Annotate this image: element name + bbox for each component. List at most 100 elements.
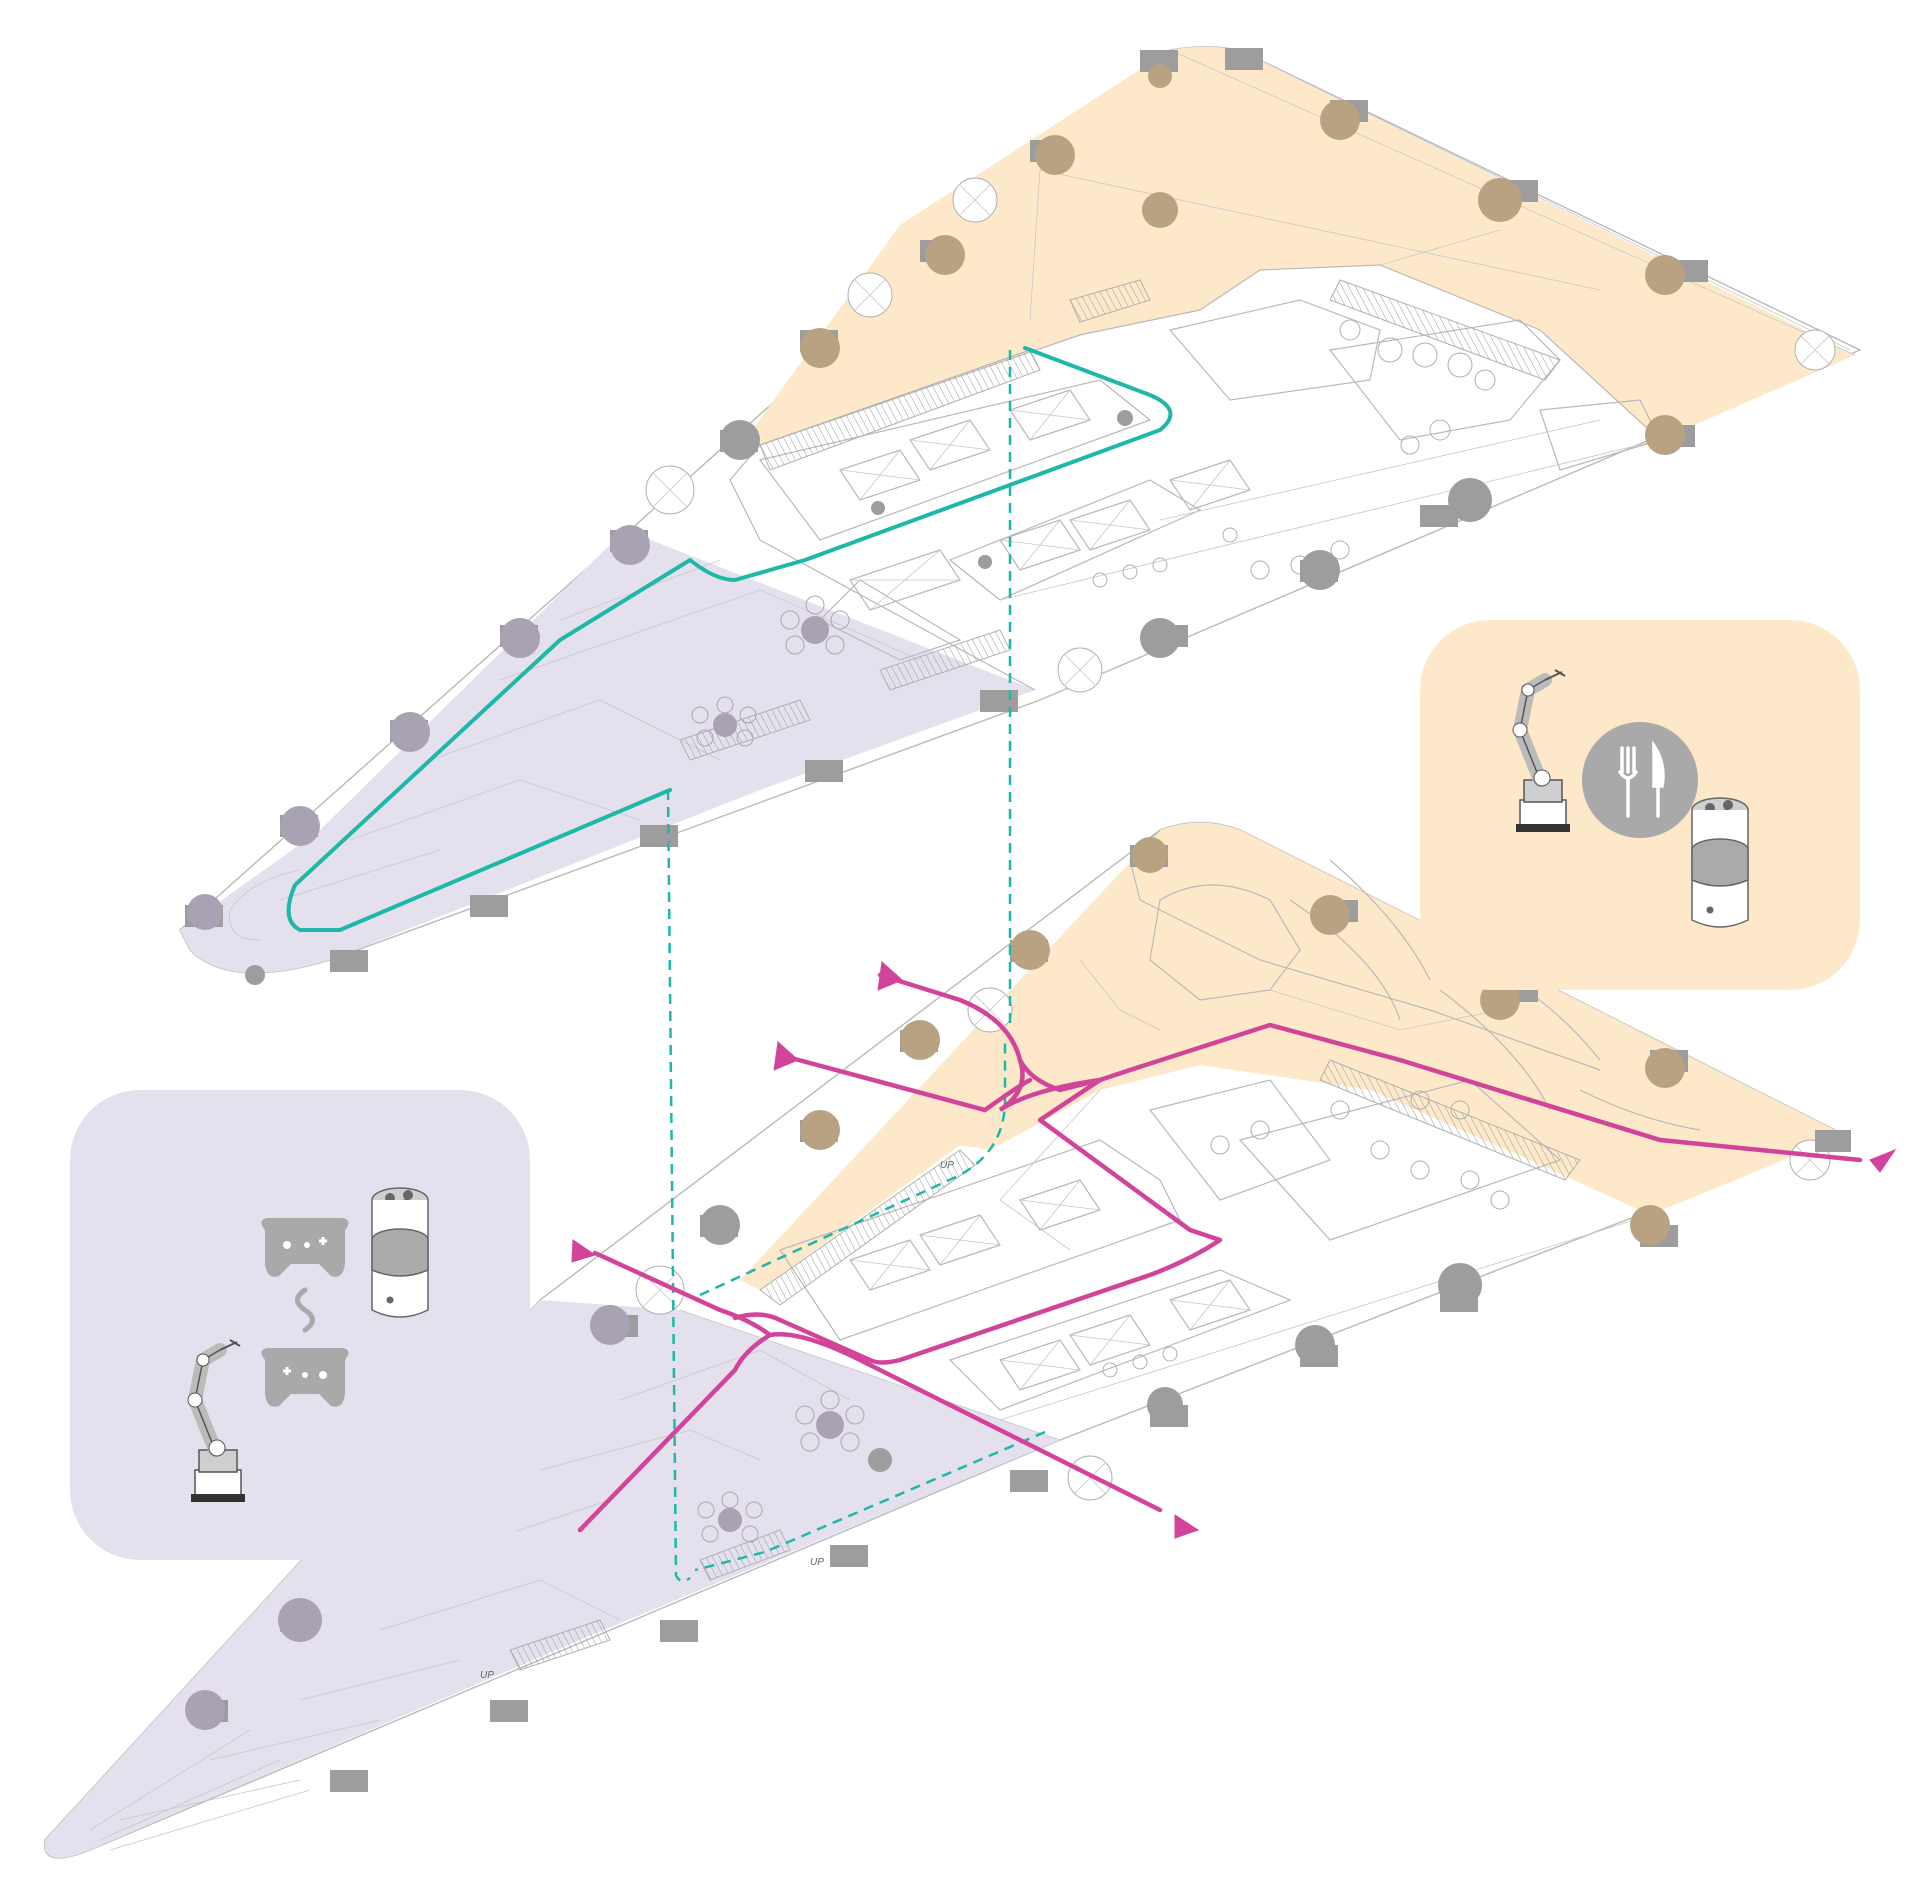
lower-stairs-4 [509,1619,611,1671]
column [330,950,368,972]
entrance-marker [967,987,1013,1033]
column [245,965,265,985]
stair-label: UP [940,1160,954,1171]
column [1645,1048,1688,1088]
column [610,525,650,565]
upper-robot-station [978,555,992,569]
vertical-robot-link [666,789,691,1583]
elevator-box [1069,1314,1151,1366]
path-arrowhead [1174,1514,1200,1539]
legend-dining-panel [1420,620,1860,990]
column [1630,1205,1678,1247]
entrance-marker [847,272,893,318]
column [1030,135,1075,175]
column [1310,895,1358,935]
lower-game-zone [44,1300,1060,1858]
stair-label: UP [480,1670,494,1681]
column [805,760,843,782]
entrance-marker [645,465,695,515]
upper-floor-plan [179,46,1862,985]
elevator-box [999,519,1081,571]
elevator-box [1019,1179,1101,1231]
entrance-marker [1794,329,1836,371]
legend-game-panel [70,1090,530,1560]
column [1320,100,1368,140]
column [1645,255,1708,295]
lower-floor-plan: UP UP UP [43,821,1851,1859]
vertical-robot-connections [666,350,1012,1583]
path-arrowhead [877,961,903,991]
upper-dining-zone [745,46,1855,446]
elevator-box [1169,1279,1251,1331]
visitor-path-branch [777,1052,1033,1113]
column [700,1205,740,1245]
column [490,1700,528,1722]
column [590,1305,638,1345]
upper-stairs-5 [879,629,1011,691]
elevator-box [919,1214,1001,1266]
column [660,1620,698,1642]
elevator-box [1169,459,1251,511]
column [1010,1470,1048,1492]
column [980,690,1018,712]
upper-stairs-2 [1069,279,1151,323]
lower-stairs-3 [699,1529,791,1581]
column [1300,550,1340,590]
column [640,825,678,847]
column [278,1598,322,1642]
column [470,895,508,917]
elevator-box [999,1339,1081,1391]
gamepad-icon [261,1218,349,1277]
robot-arm-icon [1512,669,1570,832]
column [800,1110,840,1150]
column [390,712,430,752]
path-arrowhead [571,1239,597,1263]
lower-interior-lines [89,829,1651,1851]
elevator-box [1069,499,1151,551]
service-robot-icon [371,1187,429,1318]
lower-elevator-group [849,1179,1251,1391]
entrance-marker [952,177,998,223]
column [1225,48,1263,70]
column [280,806,320,846]
column [185,894,223,930]
column [1478,178,1538,222]
fork-knife-icon [1582,722,1698,838]
upper-robot-path [286,346,1173,932]
lower-robot-path [699,1040,1007,1297]
upper-robot-station [1117,410,1133,426]
lower-stairs-1 [759,1149,976,1306]
column [1147,1387,1188,1427]
lower-columns [185,837,1851,1792]
column [330,1770,368,1792]
column [1420,478,1492,527]
column [185,1690,228,1730]
upper-stairs-1 [759,349,1041,471]
visitor-path-south [577,1332,773,1533]
lower-furniture [697,1090,1510,1543]
column [1130,837,1168,873]
column [830,1545,868,1567]
visitor-paths [571,961,1897,1539]
entrance-marker [1057,647,1103,693]
gamepad-icon [261,1348,349,1407]
upper-robot-station [871,501,885,515]
upper-stairs-3 [1329,279,1561,381]
column [1295,1325,1338,1367]
column [1815,1130,1851,1152]
column [1010,930,1050,970]
stair-label: UP [810,1557,824,1568]
lower-stairs-2 [1319,1059,1581,1181]
elevator-box [909,419,991,471]
visitor-path-branch [998,1057,1103,1112]
column [720,420,760,460]
column [1645,415,1695,455]
upper-columns [185,48,1708,985]
elevator-box [839,449,921,501]
elevator-box [849,549,961,611]
column [1142,192,1178,228]
elevator-box [1009,389,1091,441]
elevator-box [849,1239,931,1291]
robot-arm-icon [187,1339,245,1502]
